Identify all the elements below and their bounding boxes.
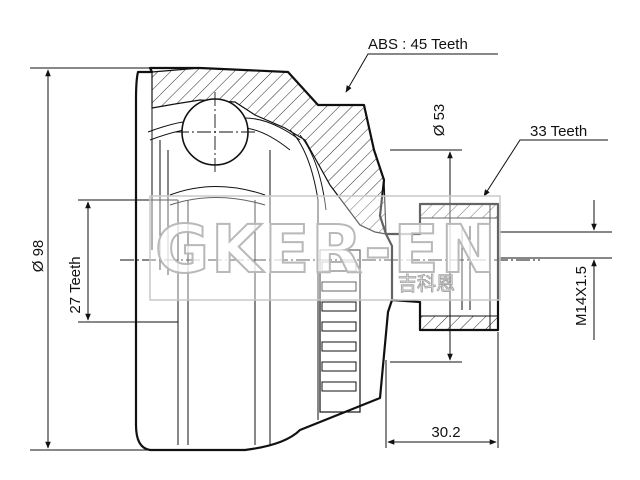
dim-seat-diameter: Ø 53 xyxy=(390,104,462,363)
svg-text:GKER-EN: GKER-EN xyxy=(155,211,498,288)
stub-shaft xyxy=(386,202,500,332)
outer-spline-label: 33 Teeth xyxy=(530,123,587,140)
dim-abs-callout: ABS : 45 Teeth xyxy=(345,36,498,93)
watermark-logo: GKER-EN 吉科恩 xyxy=(149,195,501,301)
abs-ring xyxy=(319,249,361,413)
dim-outer-diameter: Ø 98 xyxy=(30,67,150,451)
spline-hatch xyxy=(420,204,498,218)
abs-teeth-label: ABS : 45 Teeth xyxy=(368,36,468,53)
dim-inner-spline: 27 Teeth xyxy=(67,199,178,323)
stub-length-label: 30.2 xyxy=(431,424,460,441)
inner-spline-label: 27 Teeth xyxy=(67,256,84,313)
seat-diameter-label: Ø 53 xyxy=(431,104,448,137)
dim-outer-spline-callout: 33 Teeth xyxy=(483,123,608,197)
outer-diameter-label: Ø 98 xyxy=(30,240,47,273)
thread-label: M14X1.5 xyxy=(573,266,590,326)
hatched-section xyxy=(151,67,387,235)
dim-thread: M14X1.5 xyxy=(498,200,612,340)
outer-housing xyxy=(134,66,394,452)
dim-stub-length: 30.2 xyxy=(385,332,499,448)
spline-hatch-lower xyxy=(420,316,498,330)
svg-text:吉科恩: 吉科恩 xyxy=(398,273,455,295)
